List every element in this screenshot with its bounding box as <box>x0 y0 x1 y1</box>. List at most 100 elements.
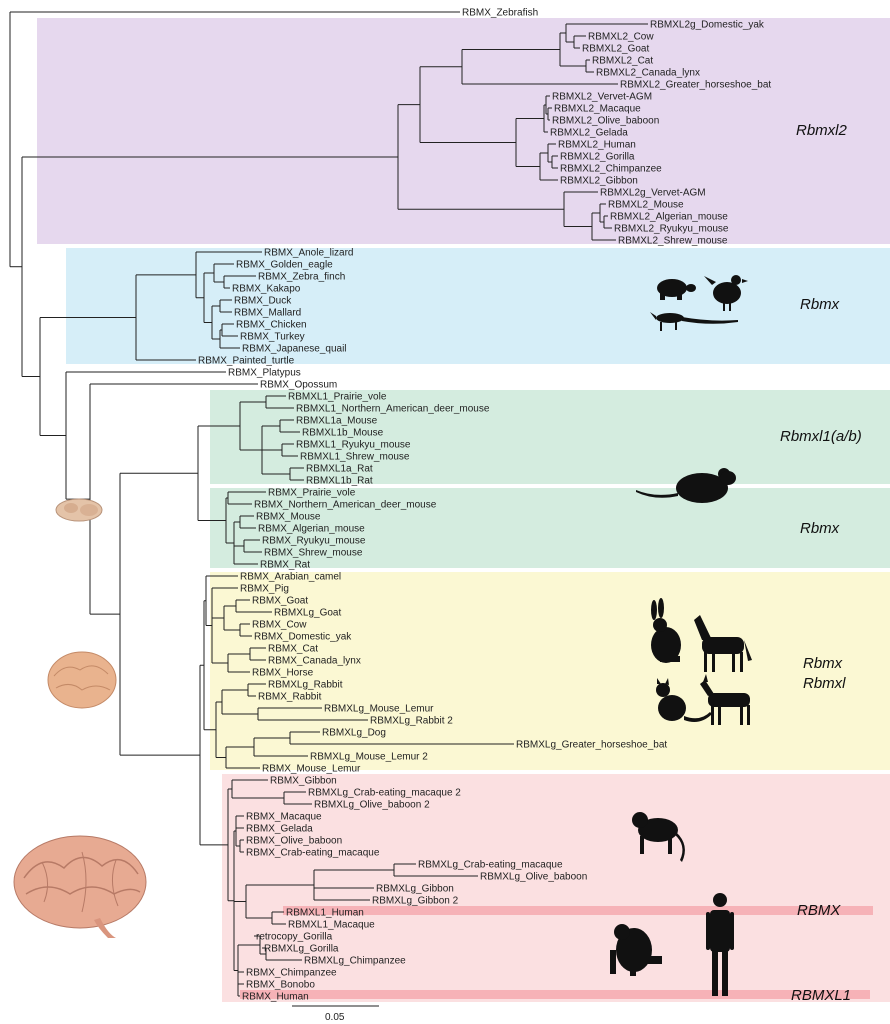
tree-leaf-label: RBMX_Cow <box>252 620 307 631</box>
tree-leaf-label: RBMXL2_Mouse <box>608 200 684 211</box>
tree-leaf-label: RBMX_Turkey <box>240 332 305 343</box>
tree-leaf-label: RBMXLg_Gibbon <box>376 884 454 895</box>
tree-leaf-label: RBMX_Macaque <box>246 812 322 823</box>
tree-leaf-label: RBMXLg_Rabbit 2 <box>370 716 453 727</box>
tree-leaf-label: RBMXL2_Shrew_mouse <box>618 236 728 247</box>
tree-leaf-label: RBMX_Mouse <box>256 512 321 523</box>
tree-leaf-label: RBMX_Duck <box>234 296 292 307</box>
turtle-icon <box>657 279 696 300</box>
tree-leaf-label: RBMX_Opossum <box>260 380 337 391</box>
cat-icon <box>656 678 712 722</box>
tree-leaf-label: RBMX_Arabian_camel <box>240 572 341 583</box>
tree-leaf-label: RBMXL1_Macaque <box>288 920 375 931</box>
tree-leaf-label: RBMXL1_Human <box>286 908 364 919</box>
tree-leaf-label: RBMX_Kakapo <box>232 284 301 295</box>
tree-leaf-label: RBMX_Algerian_mouse <box>258 524 365 535</box>
tree-leaf-label: RBMXL2_Chimpanzee <box>560 164 662 175</box>
highlight-rbmxl1-human <box>283 906 873 915</box>
tree-leaf-label: RBMX_Mallard <box>234 308 301 319</box>
tree-leaf-label: RBMXLg_Mouse_Lemur <box>324 704 434 715</box>
horse-icon <box>694 615 752 672</box>
tree-leaf-label: RBMXL1_Prairie_vole <box>288 392 387 403</box>
human-icon <box>706 893 734 996</box>
tree-leaf-label: RBMXL1a_Rat <box>306 464 373 475</box>
tree-leaf-label: RBMX_Platypus <box>228 368 301 379</box>
tree-leaf-label: RBMX_Pig <box>240 584 289 595</box>
scale-bar-label: 0.05 <box>325 1012 345 1023</box>
tree-leaf-label: RBMXL1b_Mouse <box>302 428 384 439</box>
tree-leaf-label: RBMXL1_Northern_American_deer_mouse <box>296 404 490 415</box>
goat-icon <box>700 674 750 725</box>
tree-leaf-label: RBMX_Rat <box>260 560 310 571</box>
tree-leaf-label: RBMX_Northern_American_deer_mouse <box>254 500 437 511</box>
tree-leaf-label: RBMX_Goat <box>252 596 308 607</box>
tree-leaf-label: RBMXL2_Gorilla <box>560 152 635 163</box>
tree-leaf-label: RBMX_Zebra_finch <box>258 272 345 283</box>
clade-label-rbmx-rodent: Rbmx <box>800 520 840 537</box>
clade-box-rbmxl1-rodent <box>210 390 890 484</box>
tree-leaf-label: RBMX_Prairie_vole <box>268 488 356 499</box>
tree-leaf-label: RBMXLg_Rabbit <box>268 680 343 691</box>
tree-leaf-label: RBMX_Canada_lynx <box>268 656 361 667</box>
tree-leaf-label: RBMXL2_Gelada <box>550 128 628 139</box>
tree-leaf-label: RBMX_Ryukyu_mouse <box>262 536 366 547</box>
tree-leaf-label: RBMXLg_Greater_horseshoe_bat <box>516 740 667 751</box>
clade-box-rbmxl2 <box>37 18 890 244</box>
clade-box-rbmx-rodent <box>210 488 890 568</box>
tree-leaf-label: RBMXL1a_Mouse <box>296 416 378 427</box>
tree-leaf-label: RBMXLg_Crab-eating_macaque <box>418 860 563 871</box>
tree-leaf-label: RBMXL2_Vervet-AGM <box>552 92 652 103</box>
tree-leaf-label: RBMXL1b_Rat <box>306 476 373 487</box>
tree-leaf-label: RBMX_Shrew_mouse <box>264 548 363 559</box>
tree-leaf-label: RBMXL2g_Domestic_yak <box>650 20 765 31</box>
brain-small-icon <box>55 498 103 522</box>
tree-leaf-label: RBMX_Anole_lizard <box>264 248 354 259</box>
tree-leaf-label: RBMXLg_Olive_baboon 2 <box>314 800 430 811</box>
tree-leaf-label: RBMXLg_Chimpanzee <box>304 956 406 967</box>
chicken-icon <box>704 275 748 311</box>
tree-leaf-label: RBMX_Golden_eagle <box>236 260 333 271</box>
lizard-icon <box>650 312 738 331</box>
tree-leaf-label: RBMXL2_Gibbon <box>560 176 638 187</box>
clade-label-rbmxl1ab: Rbmxl1(a/b) <box>780 428 862 445</box>
tree-leaf-label: RBMXL2_Ryukyu_mouse <box>614 224 729 235</box>
tree-leaf-label: RBMX_Rabbit <box>258 692 322 703</box>
tree-leaf-label: RBMXLg_Mouse_Lemur 2 <box>310 752 428 763</box>
tree-leaf-label: RBMXL2_Cat <box>592 56 653 67</box>
tree-leaf-label: RBMXL2_Canada_lynx <box>596 68 700 79</box>
tree-leaf-label: RBMXL1_Shrew_mouse <box>300 452 410 463</box>
tree-leaf-label: RBMX_Chimpanzee <box>246 968 337 979</box>
brain-medium-icon <box>47 651 117 709</box>
tree-leaf-label: RBMX_Gelada <box>246 824 313 835</box>
tree-leaf-label: RBMXL2_Human <box>558 140 636 151</box>
tree-leaf-label: RBMXL2_Macaque <box>554 104 641 115</box>
tree-leaf-label: RBMX_Bonobo <box>246 980 315 991</box>
tree-leaf-label: RBMX_Painted_turtle <box>198 356 295 367</box>
tree-leaf-label: RBMX_Cat <box>268 644 318 655</box>
tree-leaf-label: RBMX_Mouse_Lemur <box>262 764 361 775</box>
clade-box-rbmx-nonmammal <box>66 248 890 364</box>
tree-leaf-label: RBMXL2_Goat <box>582 44 649 55</box>
clade-label-rbmx-rbmxl: Rbmx Rbmxl <box>803 655 846 692</box>
tree-leaf-label: RBMX_Human <box>242 992 309 1003</box>
tree-leaf-label: RBMX_Zebrafish <box>462 8 538 19</box>
clade-label-rbmxl2: Rbmxl2 <box>796 122 847 139</box>
tree-leaf-label: RBMXL2_Algerian_mouse <box>610 212 728 223</box>
tree-leaf-label: RBMX_Gibbon <box>270 776 337 787</box>
clade-box-rbmx-rbmxl-mammal <box>210 572 890 770</box>
clade-label-rbmx-nonmammal: Rbmx <box>800 296 840 313</box>
tree-leaf-label: RBMX_Chicken <box>236 320 307 331</box>
tree-leaf-label: retrocopy_Gorilla <box>256 932 333 943</box>
gorilla-icon <box>610 924 662 976</box>
tree-leaf-label: RBMX_Domestic_yak <box>254 632 352 643</box>
tree-leaf-label: RBMXLg_Gorilla <box>264 944 339 955</box>
tree-leaf-label: RBMXLg_Olive_baboon <box>480 872 587 883</box>
tree-leaf-label: RBMXL2g_Vervet-AGM <box>600 188 706 199</box>
tree-leaf-label: RBMXL2_Cow <box>588 32 654 43</box>
tree-leaf-label: RBMXL2_Olive_baboon <box>552 116 659 127</box>
monkey-icon <box>632 812 685 862</box>
tree-leaf-label: RBMXLg_Dog <box>322 728 386 739</box>
mouse-icon <box>636 468 736 503</box>
